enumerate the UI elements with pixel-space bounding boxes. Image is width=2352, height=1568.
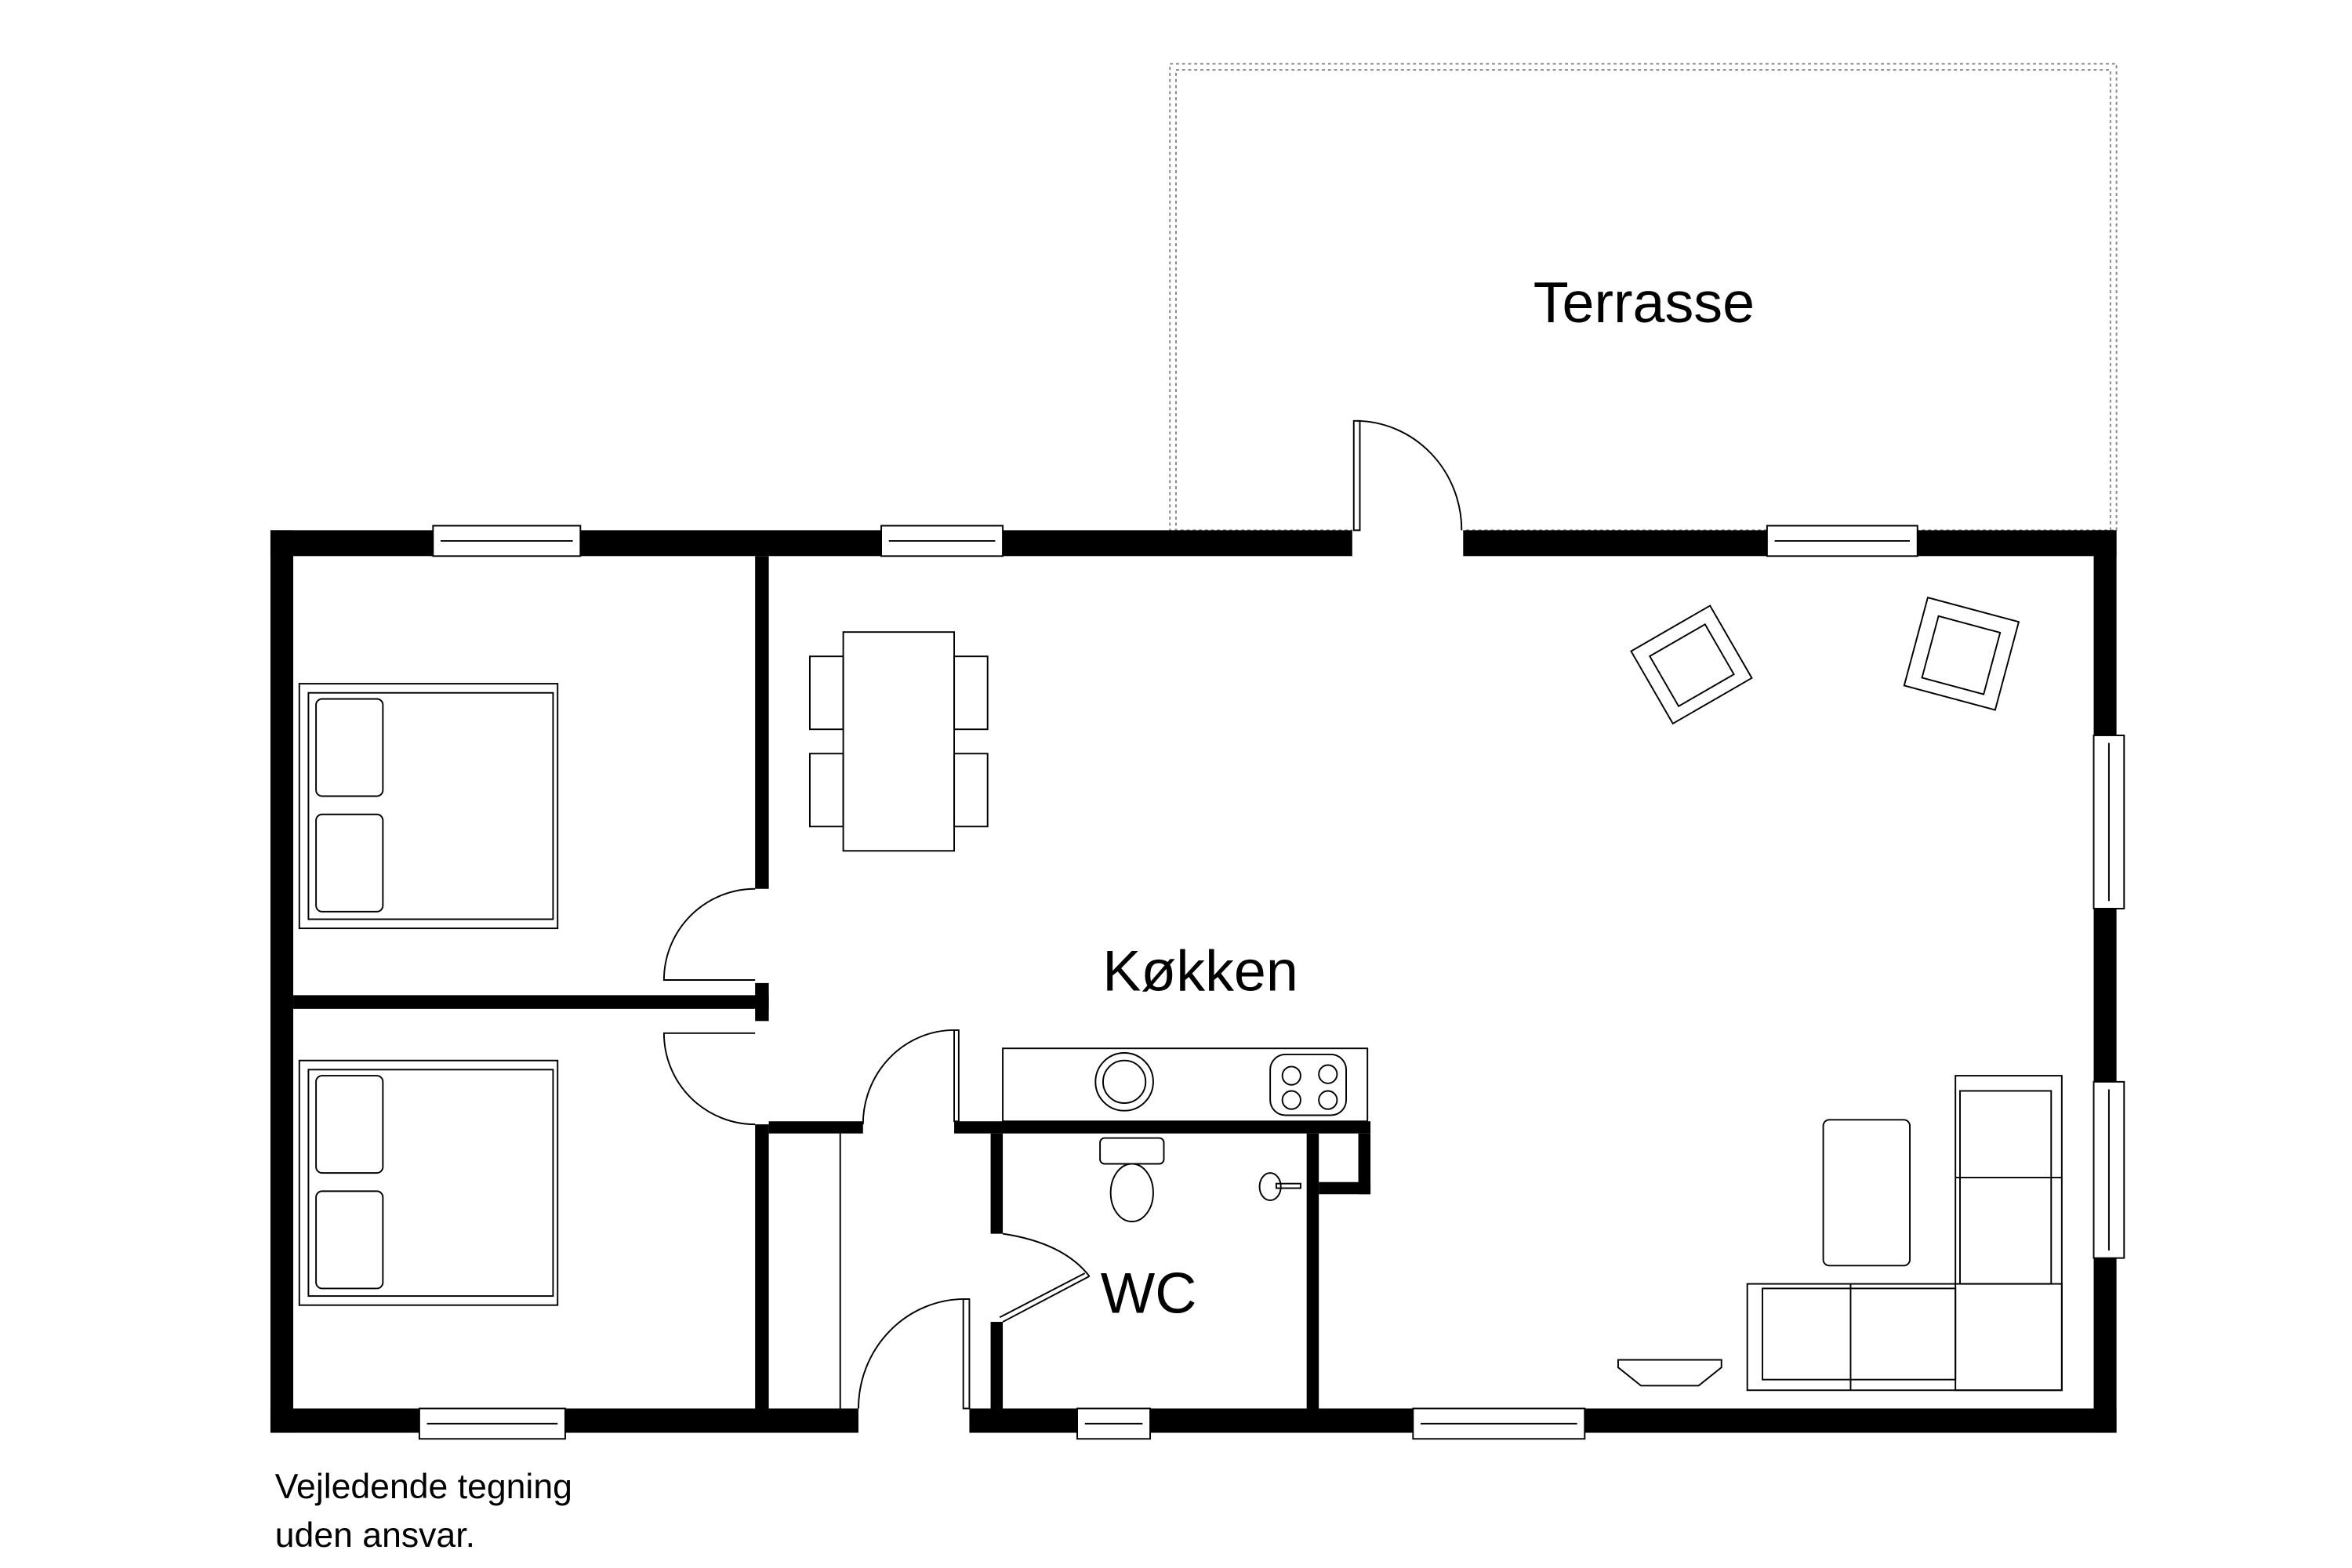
corner-sofa: [1746, 1075, 2063, 1392]
armchair-2: [1903, 596, 2020, 711]
bed-1: [298, 683, 559, 930]
toilet-icon: [1099, 1137, 1165, 1223]
washbasin-icon: [1258, 1172, 1301, 1201]
tv-unit: [1617, 1359, 1722, 1387]
coffee-table: [1822, 1119, 1911, 1267]
bed-2: [298, 1059, 559, 1306]
wc-label: WC: [1101, 1260, 1197, 1325]
entrance-door: [857, 1298, 971, 1435]
interior-doors: [662, 887, 1091, 1323]
disclaimer-line-2: uden ansvar.: [275, 1516, 475, 1555]
stove-icon: [1269, 1053, 1348, 1116]
dining-table: [808, 631, 989, 852]
disclaimer-line-1: Vejledende tegning: [275, 1468, 572, 1506]
interior-walls: [293, 556, 1371, 1409]
sink-icon: [1094, 1052, 1154, 1112]
kitchen-label: Køkken: [1102, 938, 1298, 1004]
terrace-label: Terrasse: [1534, 270, 1755, 335]
kitchen-counter: [1002, 1047, 1369, 1123]
windows: [418, 524, 2125, 1440]
armchair-1: [1630, 604, 1753, 725]
terrace-door: [1352, 419, 1464, 558]
